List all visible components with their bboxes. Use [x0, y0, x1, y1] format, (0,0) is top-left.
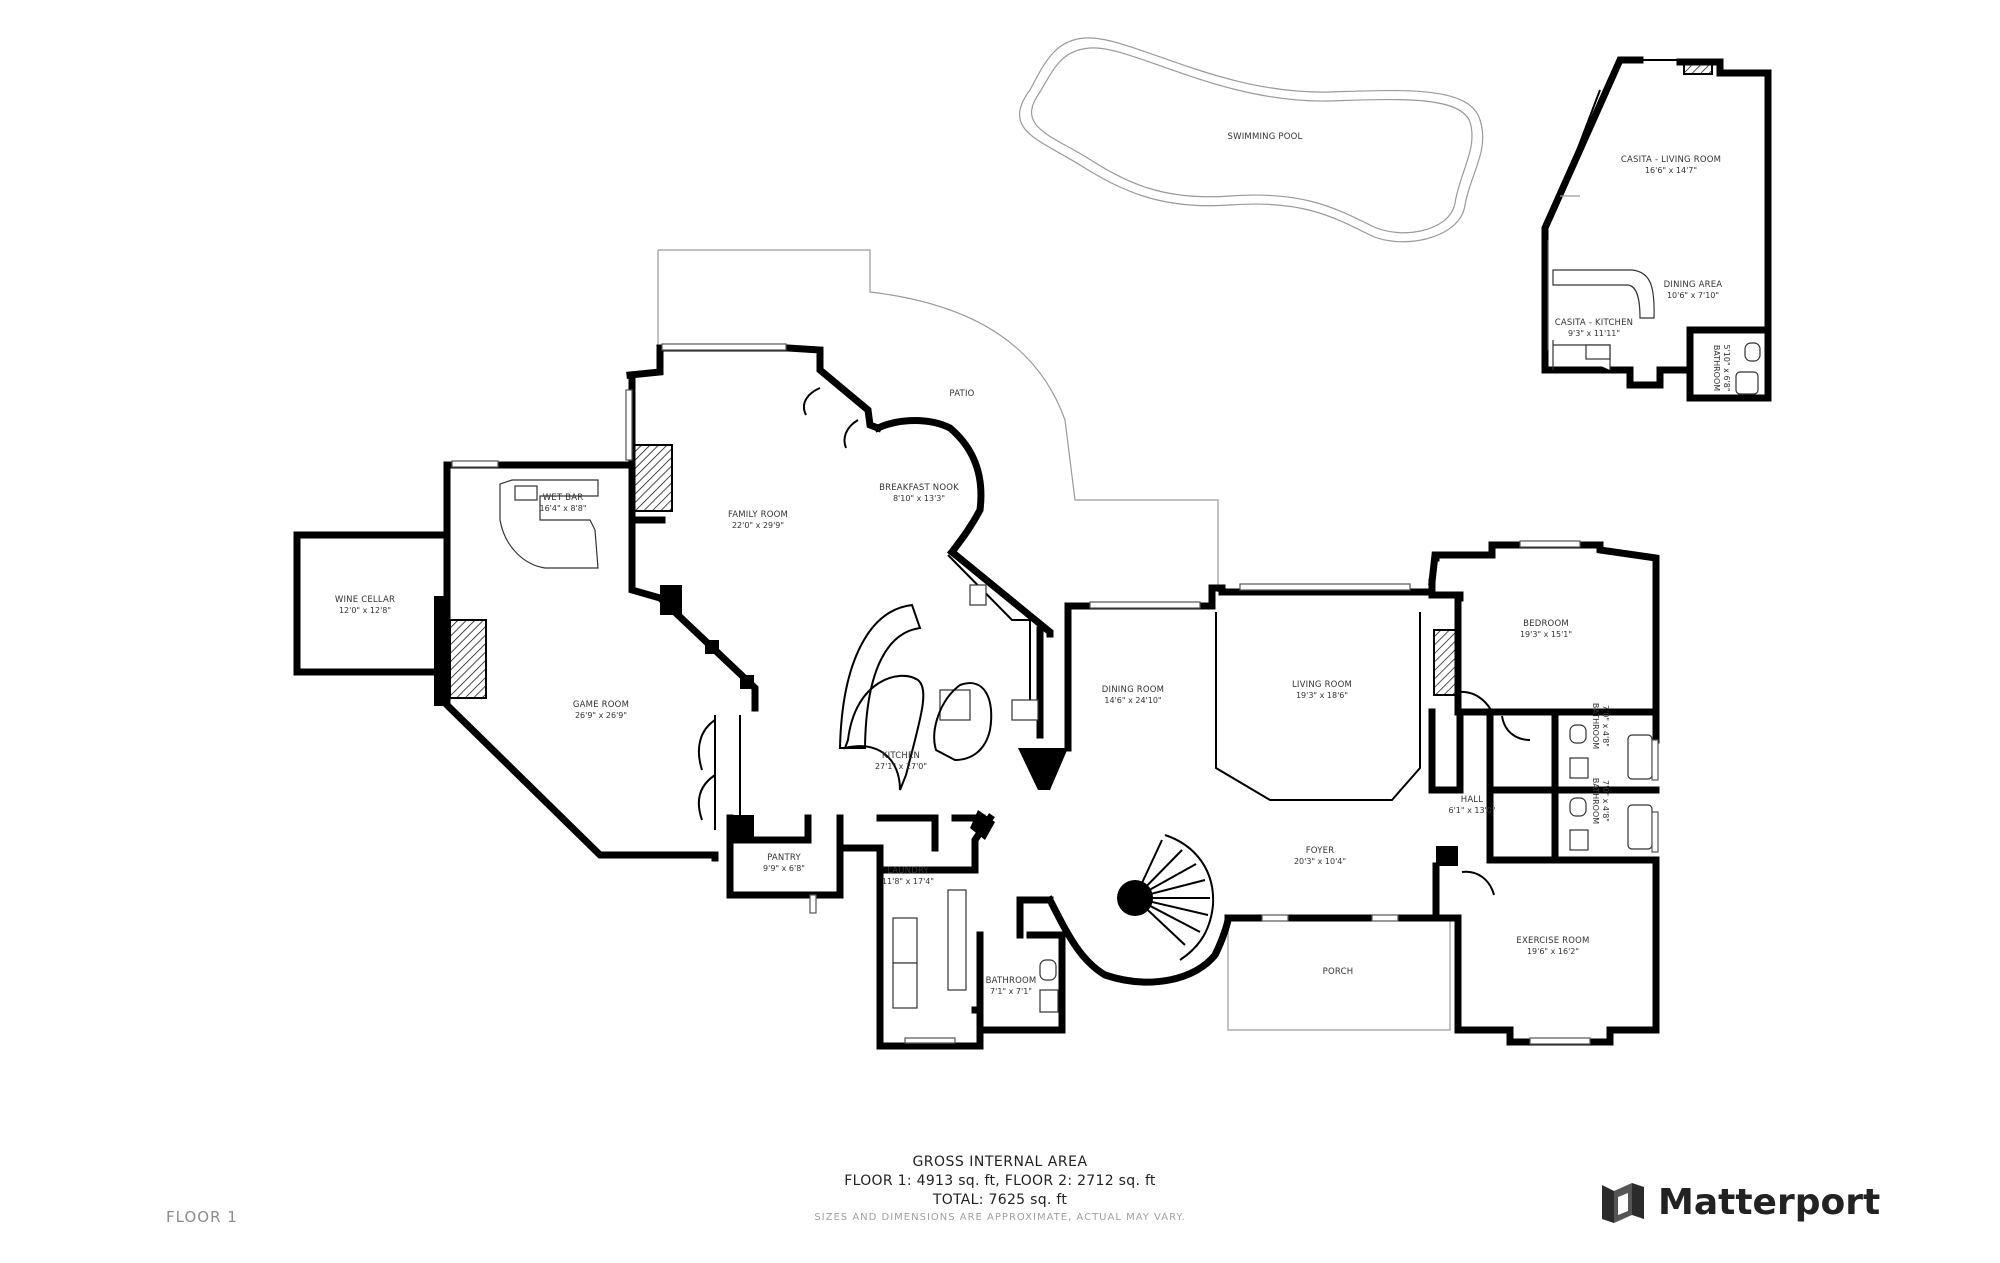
casita-bathroom-dim: 5'10" x 6'8" — [1722, 344, 1731, 391]
game-room-label: GAME ROOM — [573, 700, 629, 710]
casita-living-dim: 16'6" x 14'7" — [1645, 166, 1697, 175]
breakfast-nook-dim: 8'10" x 13'3" — [893, 494, 945, 503]
exercise-room-dim: 19'6" x 16'2" — [1527, 947, 1579, 956]
kitchen-label: KITCHEN — [882, 751, 920, 761]
bathroom-lower-dim: 7'0" x 4'8" — [1601, 780, 1610, 822]
swimming-pool: SWIMMING POOL — [1018, 37, 1484, 243]
room-labels: BREAKFAST NOOK 8'10" x 13'3" FAMILY ROOM… — [335, 483, 1610, 996]
bathroom-lower-label: BATHROOM — [1591, 778, 1600, 824]
family-room-dim: 22'0" x 29'9" — [732, 521, 784, 530]
interior-details — [451, 343, 1659, 1045]
wine-cellar-dim: 12'0" x 12'8" — [339, 606, 391, 615]
casita: CASITA - LIVING ROOM 16'6" x 14'7" DININ… — [1541, 56, 1772, 402]
bathroom-upper-label: BATHROOM — [1591, 703, 1600, 749]
family-room-label: FAMILY ROOM — [728, 510, 788, 520]
kitchen-dim: 27'1" x 27'0" — [875, 762, 927, 771]
casita-kitchen-label: CASITA - KITCHEN — [1555, 318, 1634, 328]
floor-label: FLOOR 1 — [166, 1208, 238, 1226]
bedroom-label: BEDROOM — [1523, 619, 1569, 629]
patio-label: PATIO — [949, 389, 974, 399]
wet-bar-dim: 16'4" x 8'8" — [539, 504, 586, 513]
brand-name: Matterport — [1658, 1181, 1881, 1223]
game-room-dim: 26'9" x 26'9" — [575, 711, 627, 720]
bathroom-small-label: BATHROOM — [986, 976, 1037, 986]
living-room-label: LIVING ROOM — [1292, 680, 1352, 690]
porch-label: PORCH — [1323, 967, 1354, 977]
dining-room-dim: 14'6" x 24'10" — [1104, 696, 1161, 705]
bathroom-small-dim: 7'1" x 7'1" — [990, 987, 1032, 996]
dining-area-dim: 10'6" x 7'10" — [1667, 291, 1719, 300]
hall-label: HALL — [1461, 795, 1484, 805]
wet-bar-label: WET BAR — [543, 493, 584, 503]
laundry-dim: 11'8" x 17'4" — [882, 877, 934, 886]
main-house-walls — [293, 344, 1660, 1050]
disclaimer-text: SIZES AND DIMENSIONS ARE APPROXIMATE, AC… — [814, 1212, 1186, 1223]
foyer-dim: 20'3" x 10'4" — [1294, 857, 1346, 866]
casita-kitchen-dim: 9'3" x 11'11" — [1568, 329, 1620, 338]
total-area: TOTAL: 7625 sq. ft — [932, 1192, 1068, 1208]
matterport-brand: Matterport — [1600, 1176, 1880, 1228]
porch: PORCH — [1227, 920, 1451, 1031]
casita-living-label: CASITA - LIVING ROOM — [1621, 155, 1721, 165]
pool-label: SWIMMING POOL — [1228, 132, 1303, 142]
foyer-label: FOYER — [1306, 846, 1335, 856]
bathroom-upper-dim: 7'0" x 4'8" — [1601, 705, 1610, 747]
casita-bathroom-label: BATHROOM — [1712, 345, 1721, 391]
living-room-dim: 19'3" x 18'6" — [1296, 691, 1348, 700]
floor-areas: FLOOR 1: 4913 sq. ft, FLOOR 2: 2712 sq. … — [844, 1173, 1156, 1189]
bedroom-dim: 19'3" x 15'1" — [1520, 630, 1572, 639]
patio: PATIO — [657, 249, 1219, 592]
exercise-room-label: EXERCISE ROOM — [1516, 936, 1589, 946]
pantry-dim: 9'9" x 6'8" — [763, 864, 805, 873]
wine-cellar-label: WINE CELLAR — [335, 595, 395, 605]
hall-dim: 6'1" x 13'0" — [1448, 806, 1495, 815]
dining-area-label: DINING AREA — [1664, 280, 1723, 290]
breakfast-nook-label: BREAKFAST NOOK — [879, 483, 959, 493]
pantry-label: PANTRY — [767, 853, 801, 863]
dining-room-label: DINING ROOM — [1102, 685, 1164, 695]
matterport-logo-icon — [1602, 1183, 1644, 1223]
gross-area-title: GROSS INTERNAL AREA — [912, 1154, 1088, 1170]
laundry-label: LAUNDRY — [887, 866, 929, 876]
